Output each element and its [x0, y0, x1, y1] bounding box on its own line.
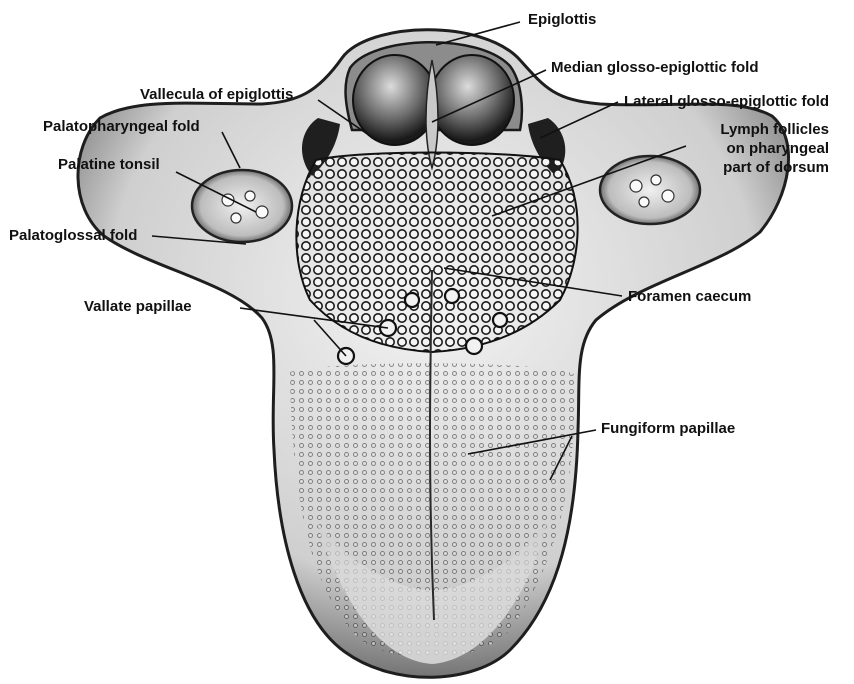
label-lateral-fold: Lateral glosso-epiglottic fold — [624, 93, 829, 111]
vallecula-left — [353, 55, 437, 145]
label-lymph-3: part of dorsum — [723, 159, 829, 177]
vallecula-right — [430, 55, 514, 145]
label-palatopharyngeal: Palatopharyngeal fold — [43, 118, 200, 136]
label-foramen-caecum: Foramen caecum — [628, 288, 751, 306]
label-vallecula: Vallecula of epiglottis — [140, 86, 293, 104]
tonsil-left — [192, 170, 292, 242]
label-palatoglossal: Palatoglossal fold — [9, 227, 137, 245]
label-lymph-1: Lymph follicles — [720, 121, 829, 139]
label-fungiform-papillae: Fungiform papillae — [601, 420, 735, 438]
label-lymph-2: on pharyngeal — [726, 140, 829, 158]
tonsil-right — [600, 156, 700, 224]
label-median-fold: Median glosso-epiglottic fold — [551, 59, 759, 77]
label-epiglottis: Epiglottis — [528, 11, 596, 29]
label-palatine-tonsil: Palatine tonsil — [58, 156, 160, 174]
label-vallate-papillae: Vallate papillae — [84, 298, 192, 316]
